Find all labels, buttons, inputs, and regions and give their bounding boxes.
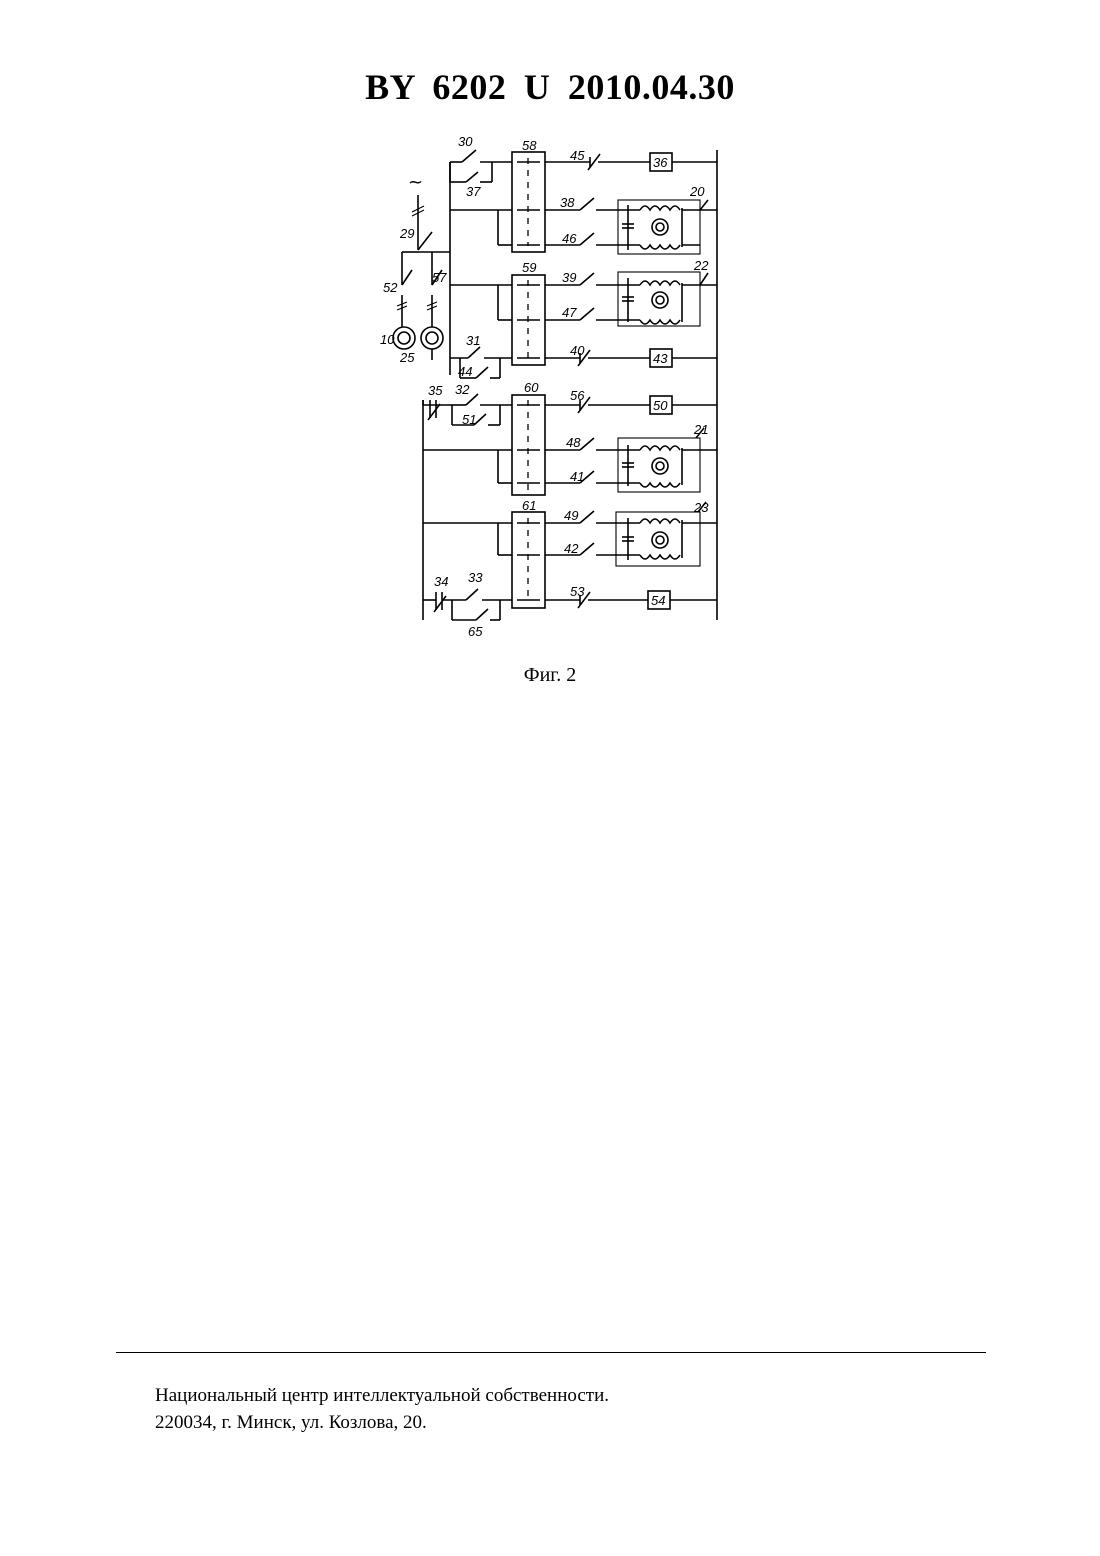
label-56: 56 — [570, 388, 585, 403]
label-37: 37 — [466, 184, 481, 199]
label-54: 54 — [651, 593, 665, 608]
label-39: 39 — [562, 270, 576, 285]
label-60: 60 — [524, 380, 539, 395]
label-29: 29 — [399, 226, 414, 241]
label-51: 51 — [462, 412, 476, 427]
label-30: 30 — [458, 134, 473, 149]
label-58: 58 — [522, 138, 537, 153]
relay-block-58 — [512, 152, 545, 252]
label-52: 52 — [383, 280, 398, 295]
label-10: 10 — [380, 332, 395, 347]
label-59: 59 — [522, 260, 536, 275]
label-53: 53 — [570, 584, 585, 599]
circuit-schematic: ~ — [0, 0, 1100, 700]
footer-divider — [116, 1352, 986, 1353]
footer: Национальный центр интеллектуальной собс… — [155, 1382, 609, 1436]
motor-unit-22 — [618, 272, 700, 326]
label-47: 47 — [562, 305, 577, 320]
label-33: 33 — [468, 570, 483, 585]
label-50: 50 — [653, 398, 668, 413]
label-34: 34 — [434, 574, 448, 589]
label-22: 22 — [693, 258, 709, 273]
label-43: 43 — [653, 351, 668, 366]
label-40: 40 — [570, 343, 585, 358]
label-48: 48 — [566, 435, 581, 450]
label-25: 25 — [399, 350, 415, 365]
label-46: 46 — [562, 231, 577, 246]
motor-25-icon — [421, 327, 443, 349]
footer-address: 220034, г. Минск, ул. Козлова, 20. — [155, 1409, 609, 1436]
label-31: 31 — [466, 333, 480, 348]
label-49: 49 — [564, 508, 578, 523]
label-44: 44 — [458, 364, 472, 379]
label-36: 36 — [653, 155, 668, 170]
label-21: 21 — [693, 422, 708, 437]
label-61: 61 — [522, 498, 536, 513]
supply-symbol: ~ — [408, 172, 423, 193]
relay-block-60 — [512, 395, 545, 495]
footer-organization: Национальный центр интеллектуальной собс… — [155, 1382, 609, 1409]
motor-10-icon — [393, 327, 415, 349]
label-65: 65 — [468, 624, 483, 639]
label-41: 41 — [570, 469, 584, 484]
label-32: 32 — [455, 382, 470, 397]
label-57: 57 — [432, 270, 447, 285]
label-38: 38 — [560, 195, 575, 210]
label-45: 45 — [570, 148, 585, 163]
label-23: 23 — [693, 500, 709, 515]
label-20: 20 — [689, 184, 705, 199]
label-42: 42 — [564, 541, 579, 556]
figure-caption: Фиг. 2 — [0, 664, 1100, 687]
label-35: 35 — [428, 383, 443, 398]
